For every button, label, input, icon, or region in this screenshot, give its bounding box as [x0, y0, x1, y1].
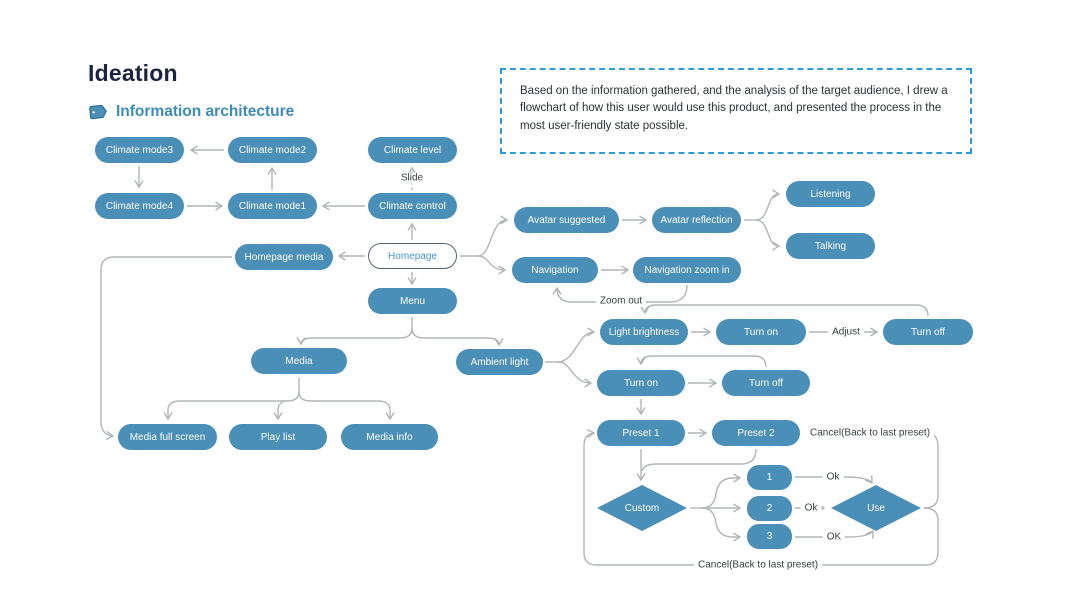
node-turn-off-1: Turn off: [883, 319, 973, 345]
edge-label-ok-2: Ok: [800, 502, 822, 514]
edge-preset2-custom-merge: [641, 448, 757, 472]
node-turn-off-2: Turn off: [722, 370, 810, 396]
node-climate-mode2: Climate mode2: [228, 137, 317, 163]
edge-custom-option1: [701, 473, 742, 509]
edge-label-adjust: Adjust: [828, 326, 864, 338]
edge-label-cancel-top: Cancel(Back to last preset): [805, 427, 935, 439]
node-homepage: Homepage: [368, 243, 457, 269]
edge-reflection-listening: [755, 189, 781, 221]
node-avatar-reflection: Avatar reflection: [652, 207, 741, 233]
node-avatar-suggested: Avatar suggested: [514, 207, 619, 233]
edge-homepage-navigation: [477, 255, 507, 275]
node-media: Media: [251, 348, 347, 374]
node-climate-mode1: Climate mode1: [228, 193, 317, 219]
tag-icon: [89, 104, 107, 120]
node-option-1: 1: [747, 465, 792, 490]
note-text: Based on the information gathered, and t…: [520, 85, 948, 132]
section-header: Information architecture: [88, 102, 294, 122]
page-title: Ideation: [88, 60, 178, 86]
edge-label-ok-1: Ok: [822, 471, 844, 483]
edge-homepage-media-to-full-screen: [100, 256, 232, 441]
edge-menu-media: [296, 327, 413, 346]
node-light-brightness: Light brightness: [600, 319, 688, 345]
edge-menu-ambient-light: [411, 327, 504, 347]
edge-label-ok-3: OK: [822, 531, 846, 543]
node-turn-on-2: Turn on: [597, 370, 685, 396]
edge-label-zoom-out: Zoom out: [595, 295, 647, 307]
node-climate-control: Climate control: [368, 193, 457, 219]
node-media-info: Media info: [341, 424, 438, 450]
edge-custom-option3: [701, 507, 742, 542]
edge-homepage-avatar-suggested: [477, 215, 509, 257]
edge-option1-use: [795, 475, 873, 485]
section-label: Information architecture: [116, 103, 295, 120]
edge-reflection-talking: [755, 219, 781, 251]
edge-label-slide: Slide: [396, 172, 428, 184]
edge-ambient-light-brightness: [557, 327, 596, 363]
node-climate-mode3: Climate mode3: [95, 137, 184, 163]
node-media-full-screen: Media full screen: [118, 424, 217, 450]
edge-ambient-turn-on: [557, 361, 593, 388]
node-preset-1: Preset 1: [597, 420, 685, 446]
node-climate-mode4: Climate mode4: [95, 193, 184, 219]
node-custom-label: Custom: [624, 502, 660, 514]
node-menu: Menu: [368, 288, 457, 314]
node-ambient-light: Ambient light: [456, 349, 543, 375]
node-climate-level: Climate level: [368, 137, 457, 163]
edge-media-play-list-branch: [273, 400, 286, 421]
edge-media-info-branch: [298, 391, 395, 421]
edge-option3-use: [795, 529, 874, 539]
node-option-3: 3: [747, 524, 792, 549]
edge-media-full-screen-branch: [163, 391, 300, 421]
node-navigation: Navigation: [512, 257, 598, 283]
edge-turn-off-brightness-loop: [640, 304, 929, 317]
node-use-label: Use: [867, 502, 885, 514]
node-talking: Talking: [786, 233, 875, 259]
edge-turn-off2-turn-on2-loop: [636, 355, 767, 368]
note-box: Based on the information gathered, and t…: [500, 68, 972, 154]
node-preset-2: Preset 2: [712, 420, 800, 446]
node-listening: Listening: [786, 181, 875, 207]
node-turn-on-1: Turn on: [716, 319, 806, 345]
node-option-2: 2: [747, 496, 792, 521]
node-play-list: Play list: [229, 424, 327, 450]
node-homepage-media: Homepage media: [235, 244, 333, 270]
node-navigation-zoom-in: Navigation zoom in: [633, 257, 741, 283]
edge-label-cancel-bottom: Cancel(Back to last preset): [693, 559, 823, 571]
